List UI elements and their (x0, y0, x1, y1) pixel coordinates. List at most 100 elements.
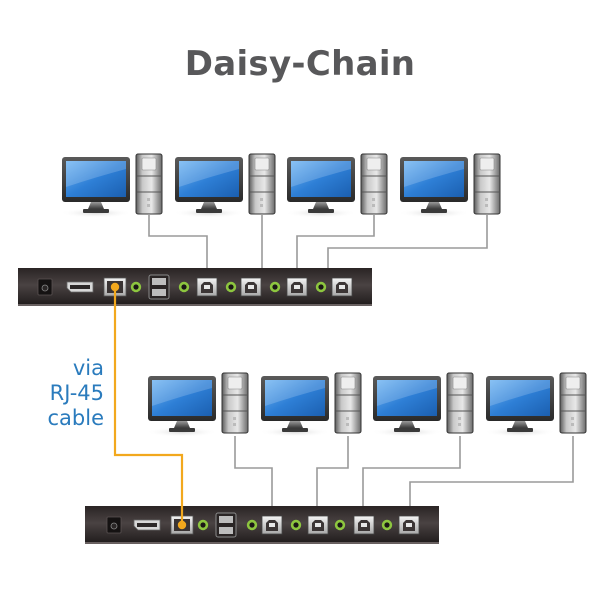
computer-3 (285, 153, 388, 218)
monitor-base (83, 209, 109, 213)
monitor-neck (287, 421, 303, 428)
monitor-neck (399, 421, 415, 428)
monitor-base (169, 428, 195, 432)
screen-glare (377, 380, 437, 406)
audio-jack-hole (318, 284, 324, 290)
pc-tower-icon (360, 153, 388, 215)
audio-jack-hole (384, 522, 390, 528)
computer-7 (371, 372, 474, 437)
usb-a-stack-port (215, 512, 237, 538)
monitor-neck (512, 421, 528, 428)
monitor-icon (175, 157, 243, 213)
monitor-base (421, 209, 447, 213)
monitor-neck (201, 202, 217, 209)
usb-cable-4 (327, 214, 488, 278)
caption-line-cable: cable (47, 406, 105, 430)
monitor-screen (265, 380, 325, 416)
tower-drive (479, 157, 495, 171)
usb-b-pin (406, 523, 412, 527)
tower-drive (227, 376, 243, 390)
tower-button (571, 423, 574, 426)
rj45-cable-line (113, 287, 184, 525)
usb-cable-3 (296, 214, 375, 278)
usb-b-port (261, 515, 283, 535)
monitor-screen (490, 380, 550, 416)
usb-a-socket-bottom (219, 527, 233, 534)
pc-tower-icon (221, 372, 249, 434)
pc-tower-icon (248, 153, 276, 215)
monitor-icon (261, 376, 329, 432)
audio-jack-hole (133, 284, 139, 290)
tower-drive (254, 157, 270, 171)
audio-jack-port (225, 281, 237, 293)
tower-button (458, 423, 461, 426)
tower-button (346, 423, 349, 426)
monitor-screen (404, 161, 464, 197)
tower-button (147, 204, 150, 207)
displayport-port (66, 281, 94, 293)
pc-tower-icon (334, 372, 362, 434)
monitor-icon (486, 376, 554, 432)
monitor-base (196, 209, 222, 213)
power-jack-port (106, 516, 122, 534)
usb-cable-1 (148, 214, 208, 278)
monitor-neck (88, 202, 104, 209)
monitor-icon (287, 157, 355, 213)
usb-b-port (196, 277, 218, 297)
usb-a-socket-top (219, 516, 233, 523)
rj45-caption: via RJ-45 cable (18, 356, 105, 431)
audio-jack-port (334, 519, 346, 531)
pc-tower-icon (473, 153, 501, 215)
monitor-base (394, 428, 420, 432)
monitor-neck (426, 202, 442, 209)
monitor-screen (291, 161, 351, 197)
tower-button (346, 417, 349, 420)
diagram-title: Daisy-Chain (184, 44, 416, 84)
power-jack-pin (41, 284, 49, 292)
audio-jack-hole (200, 522, 206, 528)
usb-b-pin (294, 285, 300, 289)
displayport-slot (70, 285, 90, 289)
caption-line-rj45: RJ-45 (49, 381, 104, 405)
audio-jack-hole (293, 522, 299, 528)
monitor-screen (179, 161, 239, 197)
monitor-screen (152, 380, 212, 416)
kvm-switch-1 (18, 268, 372, 306)
pc-tower-icon (135, 153, 163, 215)
computer-row-2 (146, 372, 587, 437)
usb-b-pin (269, 523, 275, 527)
monitor-neck (174, 421, 190, 428)
power-jack-pin (110, 522, 118, 530)
kvm-edge (85, 542, 439, 544)
usb-a-socket-bottom (152, 289, 166, 296)
displayport-slot (137, 523, 157, 527)
tower-button (485, 204, 488, 207)
audio-jack-port (290, 519, 302, 531)
screen-glare (179, 161, 239, 187)
audio-jack-hole (337, 522, 343, 528)
tower-button (372, 204, 375, 207)
monitor-screen (377, 380, 437, 416)
tower-button (571, 417, 574, 420)
audio-jack-port (246, 519, 258, 531)
screen-glare (490, 380, 550, 406)
monitor-icon (400, 157, 468, 213)
audio-jack-port (178, 281, 190, 293)
monitor-icon (62, 157, 130, 213)
monitor-screen (66, 161, 126, 197)
tower-drive (565, 376, 581, 390)
screen-glare (152, 380, 212, 406)
audio-jack-hole (272, 284, 278, 290)
usb-b-pin (315, 523, 321, 527)
monitor-icon (148, 376, 216, 432)
pc-tower-icon (446, 372, 474, 434)
monitor-base (507, 428, 533, 432)
usb-b-port (353, 515, 375, 535)
usb-b-pin (248, 285, 254, 289)
audio-jack-port (315, 281, 327, 293)
usb-cable-8 (409, 436, 574, 516)
usb-cable-6 (316, 436, 349, 516)
screen-glare (291, 161, 351, 187)
usb-a-socket-top (152, 278, 166, 285)
tower-drive (141, 157, 157, 171)
